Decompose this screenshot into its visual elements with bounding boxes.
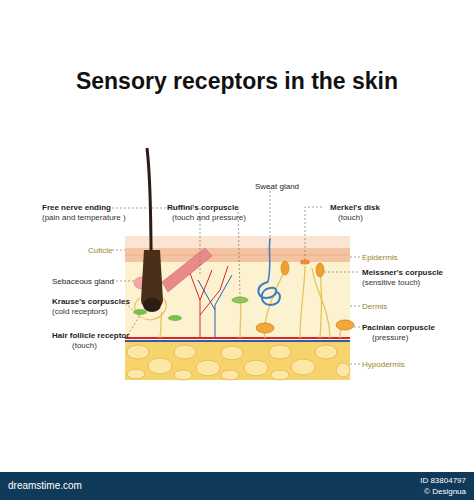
callout-label: Sebaceous gland <box>52 277 114 286</box>
watermark-text: © Designua <box>424 487 466 496</box>
meissner-corpuscle <box>316 263 324 277</box>
callout-label: Epidermis <box>362 253 398 262</box>
watermark-text: dreamstime.com <box>8 481 82 490</box>
leader-lines <box>112 187 360 364</box>
sweat-duct <box>268 238 270 282</box>
callout-label: (pain and temperature ) <box>42 213 126 222</box>
callout-label: Sweat gland <box>255 182 299 191</box>
arrector-muscle <box>162 248 212 292</box>
meissner-corpuscle <box>281 261 289 275</box>
callout-label: Cuticle <box>88 246 112 255</box>
fat-cells <box>127 345 350 380</box>
pacinian-corpuscle <box>256 323 274 333</box>
hair-bulb <box>143 298 161 312</box>
hair-follicle-receptor <box>135 298 166 320</box>
callout-label: (touch) <box>72 341 97 350</box>
callout-label: Hypodermis <box>362 360 405 369</box>
callout-label: Merkel's disk <box>330 203 380 212</box>
artery <box>125 337 350 339</box>
title: Sensory receptors in the skin <box>0 68 474 95</box>
ruffini-corpuscle <box>232 297 248 303</box>
krause-corpuscle <box>133 309 147 315</box>
callout-label: Ruffini's corpuscle <box>167 203 239 212</box>
callout-label: (touch) <box>338 213 363 222</box>
callout-label: Hair follicle receptor <box>52 331 129 340</box>
cuticle-layer <box>125 236 350 248</box>
callout-label: Meissner's corpuscle <box>362 268 443 277</box>
watermark-text: ID 83804797 <box>420 476 466 485</box>
vein <box>125 340 350 342</box>
callout-label: (pressure) <box>372 333 408 342</box>
sweat-gland <box>258 282 280 305</box>
callout-label: (touch and pressure) <box>172 213 246 222</box>
free-nerve-ending <box>188 266 228 338</box>
free-nerve-ending-blue <box>198 275 232 338</box>
callout-label: Krause's corpuscles <box>52 297 130 306</box>
callout-label: Free nerve ending <box>42 203 111 212</box>
hypodermis-layer <box>125 342 350 380</box>
watermark-bar <box>0 472 474 500</box>
nerve-fibers <box>160 266 345 338</box>
krause-corpuscle <box>168 315 182 321</box>
callout-label: (cold receptors) <box>52 307 108 316</box>
merkel-disk <box>300 260 310 265</box>
callout-label: Pacinian corpuscle <box>362 323 435 332</box>
callout-label: (sensitive touch) <box>362 278 420 287</box>
callout-label: Dermis <box>362 302 387 311</box>
pacinian-corpuscle <box>336 320 354 330</box>
